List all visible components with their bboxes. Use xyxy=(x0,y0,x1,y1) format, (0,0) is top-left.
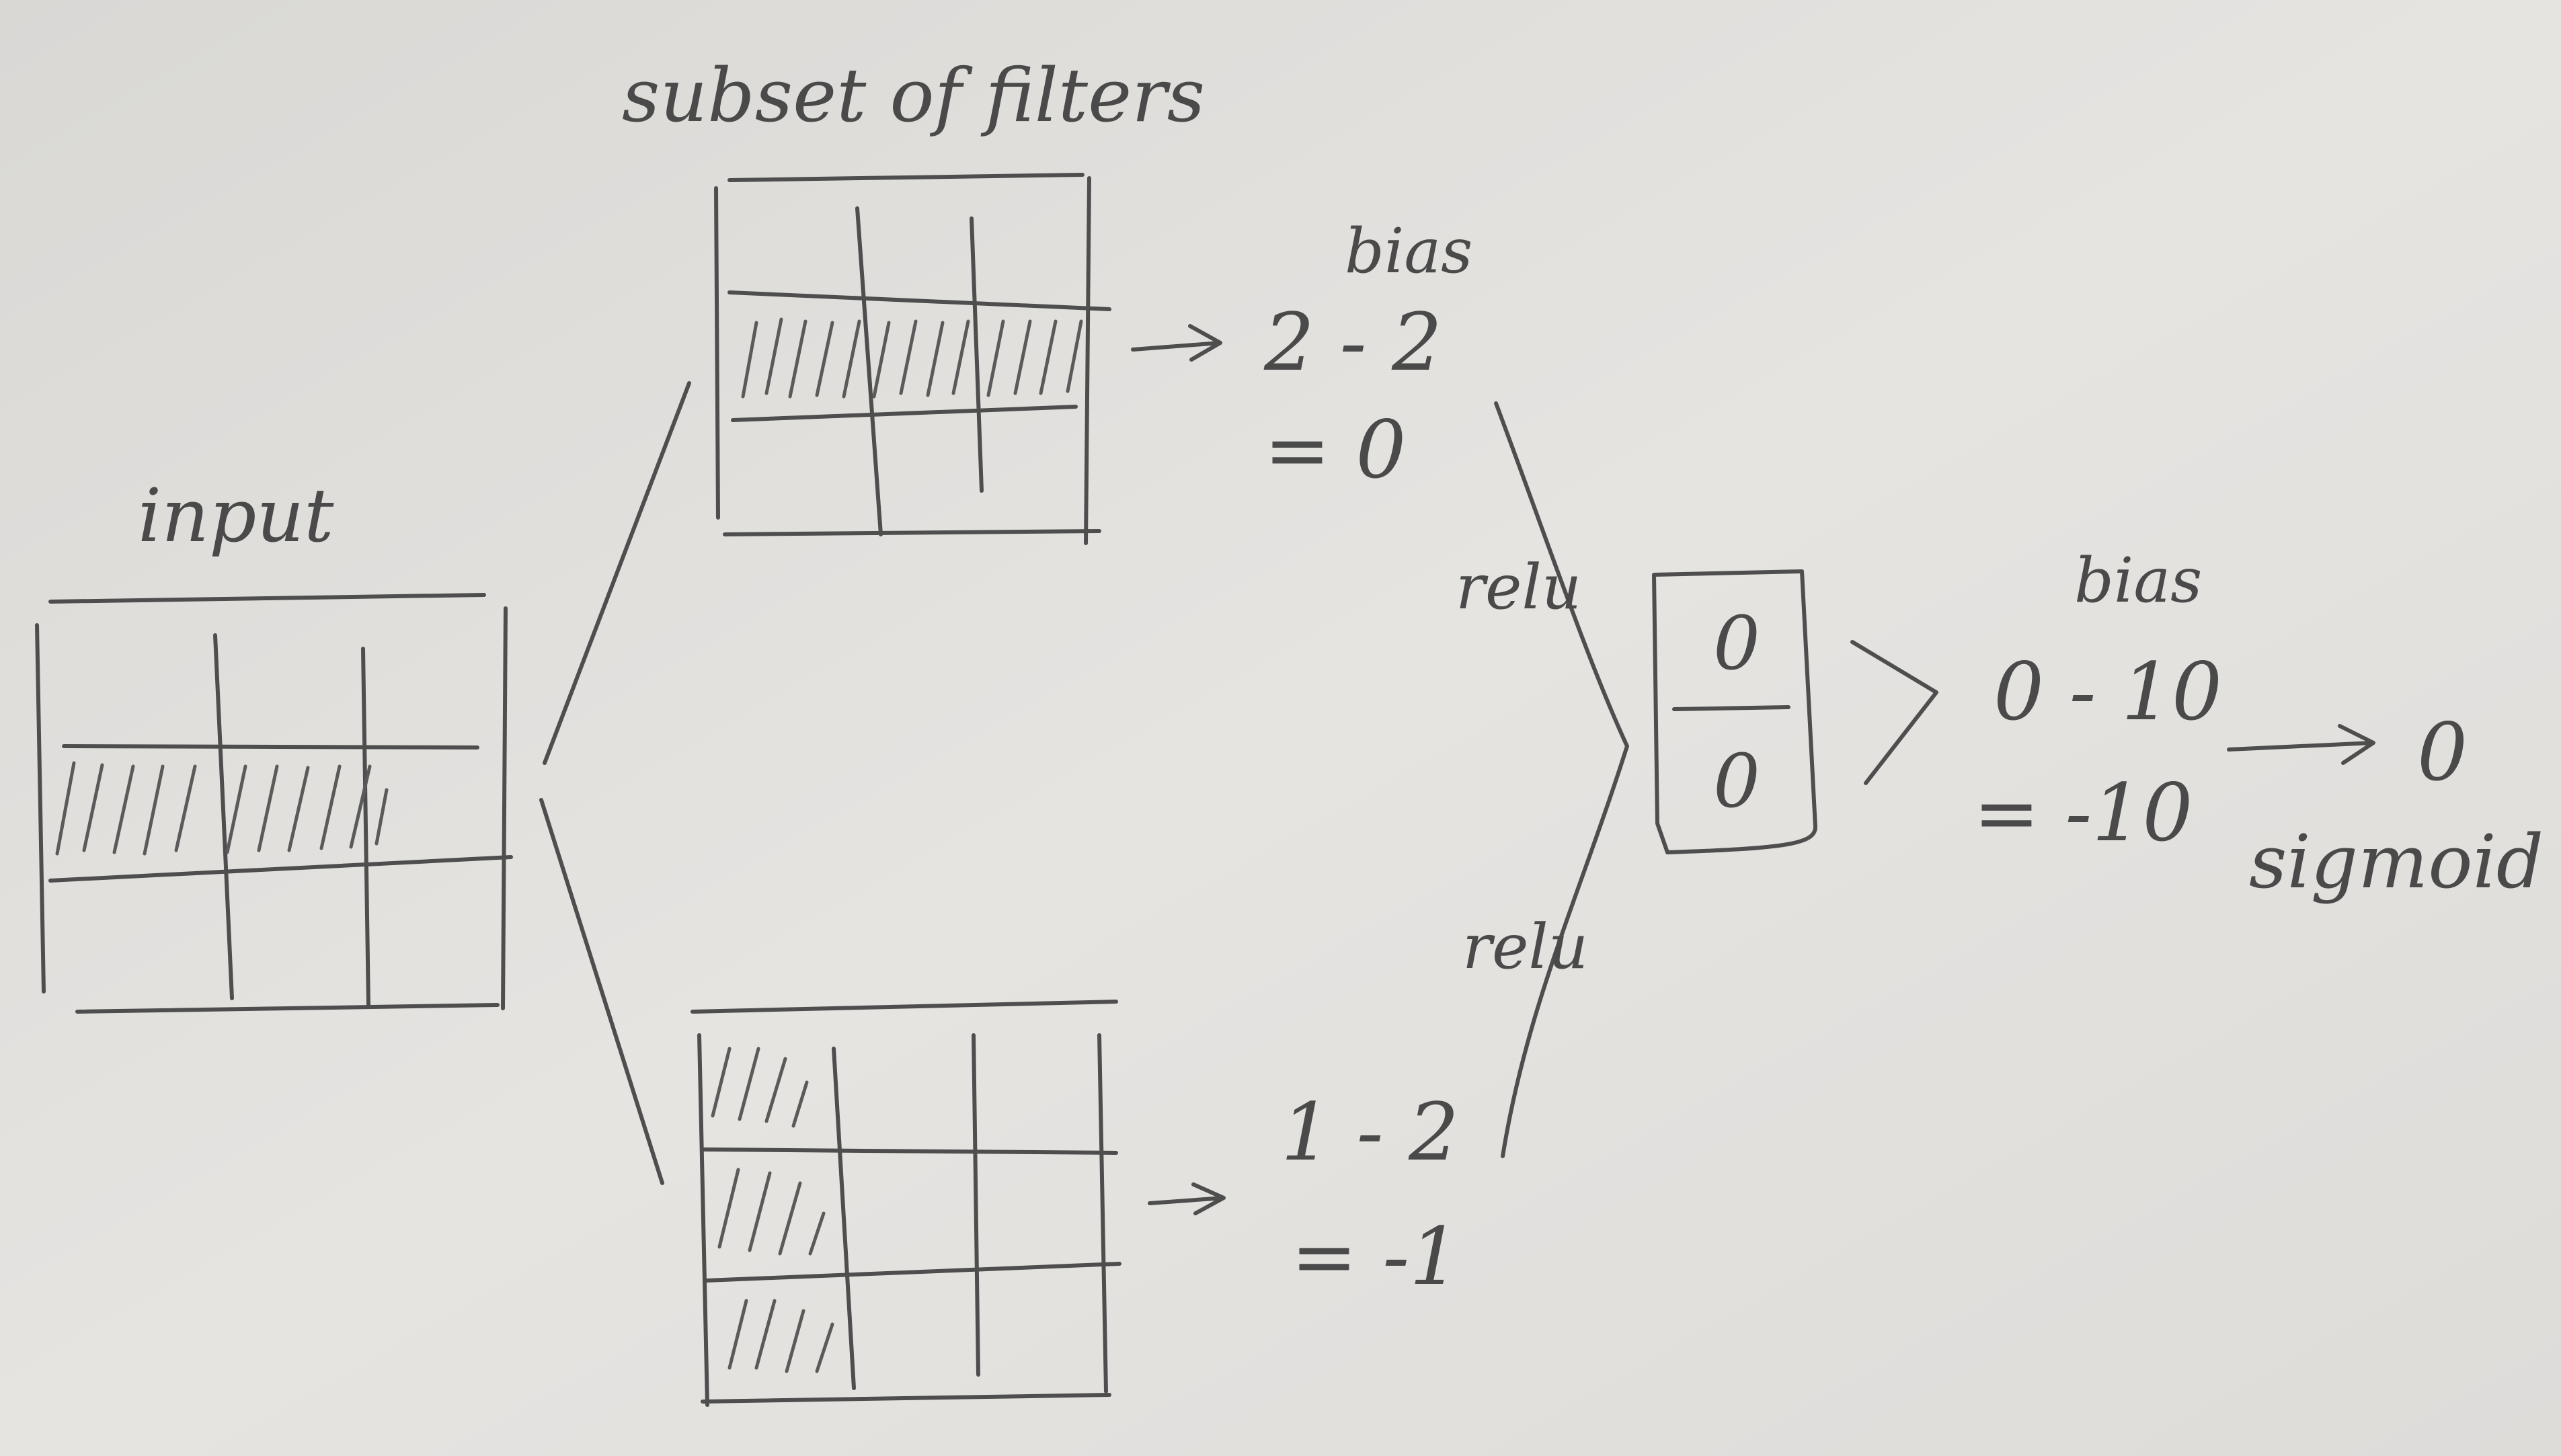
output-bias-label: bias xyxy=(2074,544,2202,616)
output-calc-line2: = -10 xyxy=(1973,766,2193,859)
input-grid xyxy=(35,593,513,1014)
relu-output-vector xyxy=(1652,569,1817,854)
top-calc-line1: 2 - 2 xyxy=(1263,296,1442,389)
bottom-filter-hatching xyxy=(711,1047,834,1373)
bottom-arrow xyxy=(1148,1182,1226,1215)
bottom-calc-line1: 1 - 2 xyxy=(1281,1086,1459,1178)
input-title: input xyxy=(138,473,334,559)
vector-value-bottom: 0 xyxy=(1713,738,1760,824)
top-filter-hatching xyxy=(741,317,1083,399)
top-calc-line2: = 0 xyxy=(1264,403,1406,496)
output-calc-line1: 0 - 10 xyxy=(1994,645,2222,738)
final-result: 0 xyxy=(2417,706,2468,799)
relu-connector-top xyxy=(1494,401,1629,748)
bottom-filter-grid xyxy=(691,1000,1121,1407)
sigmoid-label: sigmoid xyxy=(2249,819,2544,905)
connector-to-bottom-filter xyxy=(539,798,664,1185)
vector-value-top: 0 xyxy=(1713,600,1760,686)
top-arrow xyxy=(1131,324,1222,362)
relu-label-top: relu xyxy=(1456,551,1581,623)
filters-title: subset of filters xyxy=(622,52,1205,138)
dense-chevron xyxy=(1850,640,1938,785)
relu-connector-bottom xyxy=(1501,744,1629,1158)
relu-label-bottom: relu xyxy=(1462,911,1588,983)
bottom-calc-line2: = -1 xyxy=(1291,1210,1460,1303)
top-filter-grid xyxy=(714,173,1111,545)
top-bias-label: bias xyxy=(1345,215,1472,287)
connector-to-top-filter xyxy=(543,381,691,765)
sigmoid-arrow xyxy=(2227,724,2375,765)
input-hatching xyxy=(55,761,389,856)
